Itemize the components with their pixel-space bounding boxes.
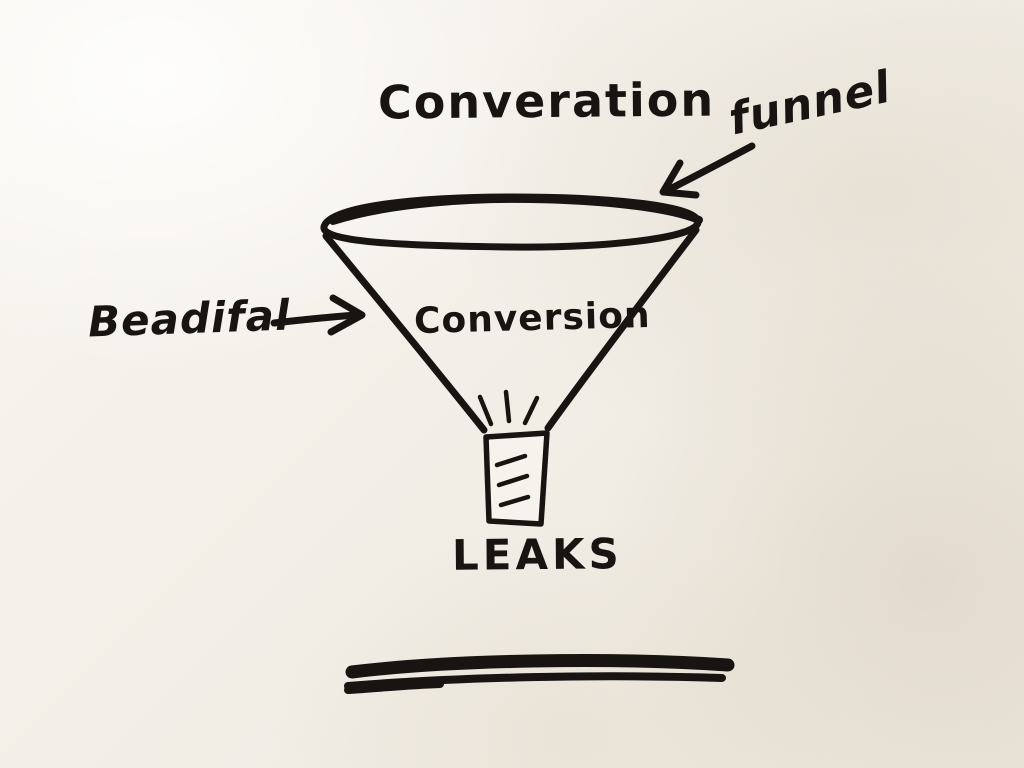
spout-hatch-marks	[494, 453, 531, 508]
leak-spray-lines	[477, 389, 540, 427]
leaks-label: LEAKS	[451, 529, 623, 580]
arrow-from-left-label	[270, 294, 366, 336]
funnel-rim-top-stroke	[329, 194, 703, 225]
conversion-label: Conversion	[413, 294, 652, 343]
funnel-left-side	[322, 232, 488, 434]
funnel-right-side	[544, 226, 700, 432]
arrow-to-funnel-rim	[659, 142, 756, 199]
title-label: Converation	[377, 72, 716, 130]
left-annotation: Beadifal	[87, 290, 292, 347]
thick-underline-swoosh	[344, 654, 735, 694]
